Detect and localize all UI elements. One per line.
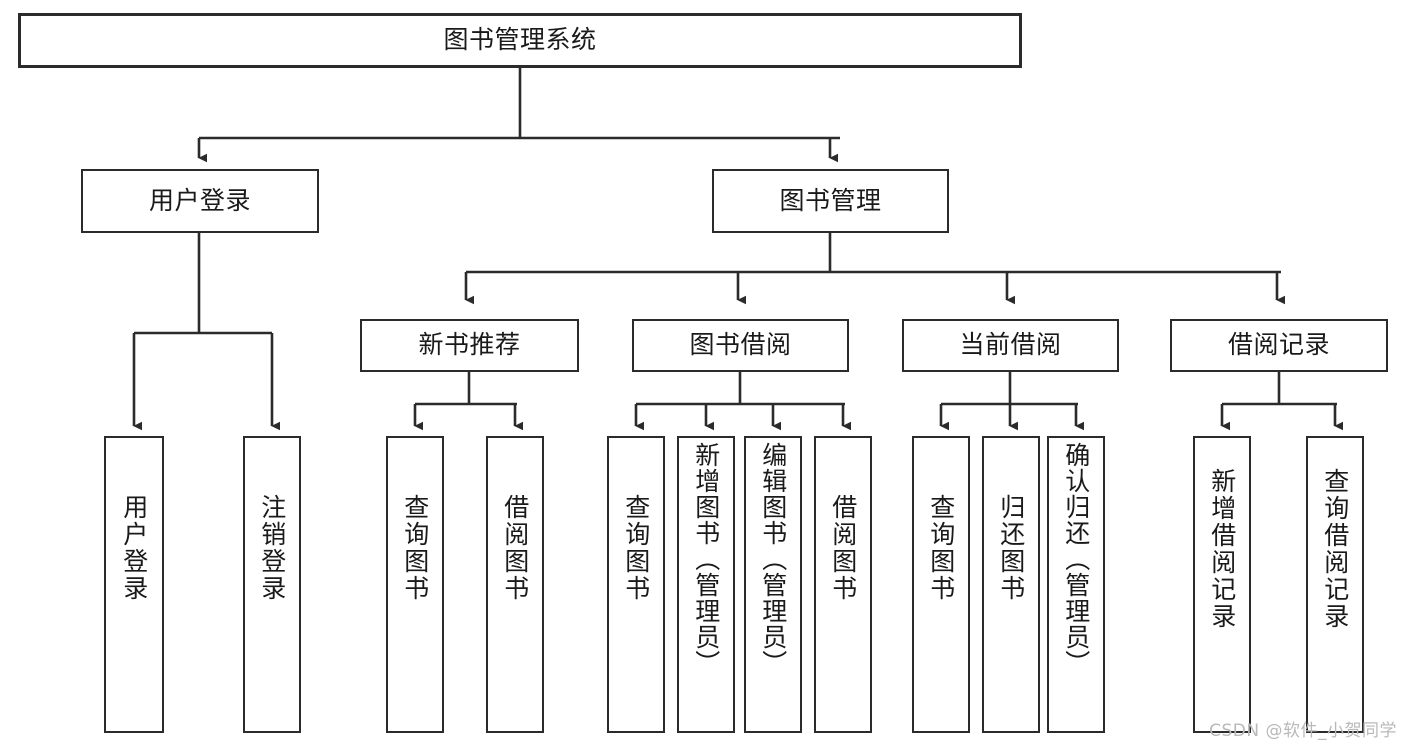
node-leaf-query-record[interactable]: 查询借阅记录 [1306, 436, 1364, 733]
node-leaf-return-book[interactable]: 归还图书 [982, 436, 1040, 733]
node-leaf-borrow-book-1-label: 借阅图书 [500, 494, 530, 602]
node-leaf-user-login[interactable]: 用户登录 [104, 436, 164, 733]
csdn-watermark: CSDN @软件_小贺同学 [1209, 721, 1397, 741]
node-leaf-add-book-label: 新增图书（管理员） [691, 442, 721, 676]
node-leaf-edit-book-label: 编辑图书（管理员） [758, 442, 788, 676]
node-current-borrow-label: 当前借阅 [959, 330, 1062, 360]
node-leaf-logout-label: 注销登录 [257, 494, 287, 602]
node-user-login[interactable]: 用户登录 [81, 169, 319, 233]
node-leaf-query-book-3[interactable]: 查询图书 [912, 436, 970, 733]
node-leaf-edit-book[interactable]: 编辑图书（管理员） [744, 436, 802, 733]
node-new-book-rec-label: 新书推荐 [418, 330, 521, 360]
node-leaf-return-book-label: 归还图书 [996, 494, 1026, 602]
node-leaf-logout[interactable]: 注销登录 [243, 436, 301, 733]
node-leaf-add-book[interactable]: 新增图书（管理员） [677, 436, 735, 733]
node-leaf-confirm-return-label: 确认归还（管理员） [1061, 442, 1091, 676]
node-leaf-query-book-3-label: 查询图书 [926, 494, 956, 602]
node-root-label: 图书管理系统 [443, 25, 597, 55]
node-new-book-rec[interactable]: 新书推荐 [360, 319, 579, 372]
node-leaf-query-book-2-label: 查询图书 [621, 494, 651, 602]
node-book-borrow[interactable]: 图书借阅 [632, 319, 849, 372]
node-leaf-borrow-book-2[interactable]: 借阅图书 [814, 436, 872, 733]
node-leaf-borrow-book-1[interactable]: 借阅图书 [486, 436, 544, 733]
node-borrow-record[interactable]: 借阅记录 [1170, 319, 1388, 372]
node-leaf-query-book-1-label: 查询图书 [400, 494, 430, 602]
node-user-login-label: 用户登录 [148, 185, 251, 215]
node-root[interactable]: 图书管理系统 [18, 13, 1022, 68]
node-leaf-query-book-2[interactable]: 查询图书 [607, 436, 665, 733]
node-leaf-user-login-label: 用户登录 [119, 494, 149, 602]
node-book-manage[interactable]: 图书管理 [712, 169, 949, 233]
node-leaf-confirm-return[interactable]: 确认归还（管理员） [1047, 436, 1105, 733]
node-leaf-query-record-label: 查询借阅记录 [1320, 468, 1350, 630]
node-current-borrow[interactable]: 当前借阅 [902, 319, 1119, 372]
node-leaf-borrow-book-2-label: 借阅图书 [828, 494, 858, 602]
node-book-borrow-label: 图书借阅 [689, 330, 792, 360]
node-leaf-add-record[interactable]: 新增借阅记录 [1193, 436, 1251, 733]
node-borrow-record-label: 借阅记录 [1227, 330, 1330, 360]
node-leaf-add-record-label: 新增借阅记录 [1207, 468, 1237, 630]
node-leaf-query-book-1[interactable]: 查询图书 [386, 436, 444, 733]
node-book-manage-label: 图书管理 [779, 185, 882, 215]
